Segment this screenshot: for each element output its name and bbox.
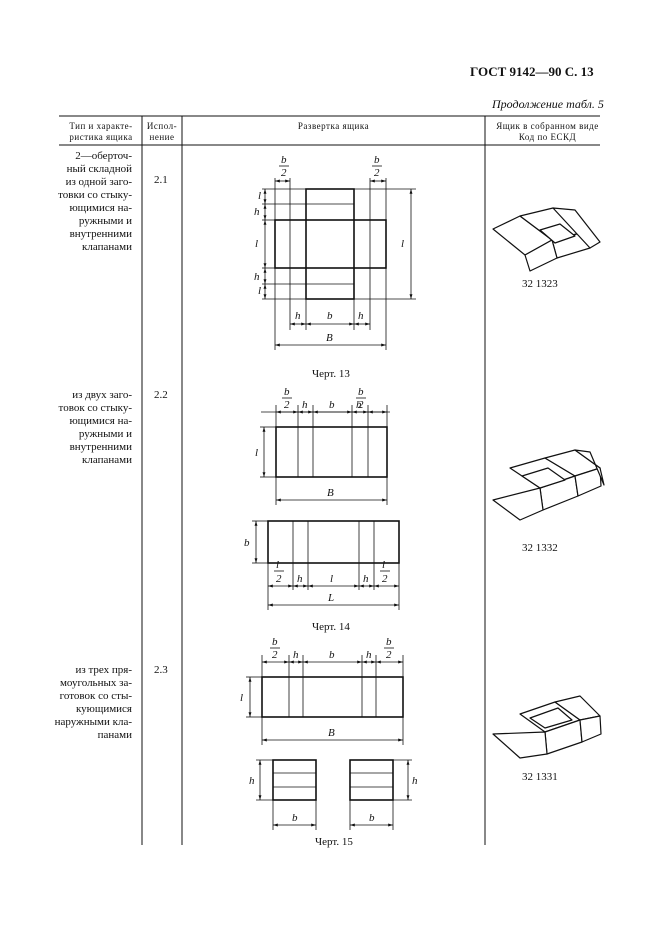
fig13-dim-h-b1: h (295, 310, 301, 322)
fig13-dim-h-top: h (254, 206, 260, 218)
fig13-dim-2-top-left: 2 (281, 167, 287, 179)
fig14-dim-h-2: h (356, 399, 362, 411)
fig13-dim-l-right: l (401, 238, 404, 250)
fig14-dim-L: L (327, 592, 334, 604)
row2-code: 32 1332 (522, 542, 558, 554)
row1-code: 32 1323 (522, 278, 558, 290)
fig15-dim-h-2: h (366, 649, 372, 661)
row3-code: 32 1331 (522, 771, 558, 783)
col-header-box-l1: Ящик в собранном виде (496, 121, 599, 131)
document-code: ГОСТ 9142—90 С. 13 (470, 64, 594, 79)
fig13-dim-B: B (326, 332, 333, 344)
fig15-dim-b-right: b (386, 636, 392, 648)
fig14-dim-B: B (327, 487, 334, 499)
col-header-type-l1: Тип и характе- (69, 121, 133, 131)
col-header-variant-l1: Испол- (146, 121, 178, 131)
row3-variant: 2.3 (154, 664, 168, 676)
box-sketch-1331 (492, 695, 602, 759)
caption-fig14: Черт. 14 (312, 621, 350, 633)
row1-variant: 2.1 (154, 174, 168, 186)
fig14-dim-2-right: 2 (358, 399, 364, 411)
row1-type: 2—оберточ- ный складной из одной заго- т… (58, 150, 132, 253)
fig13-dim-l-left: l (255, 238, 258, 250)
col-header-type: Тип и характе- ристика ящика (60, 121, 142, 143)
fig13-dim-2-top-right: 2 (374, 167, 380, 179)
fig14-dim-2-left: 2 (284, 399, 290, 411)
row2-variant: 2.2 (154, 389, 168, 401)
fig13-dim-l2-bottom: l (258, 285, 261, 297)
caption-fig13: Черт. 13 (312, 368, 350, 380)
fig15-dim-l: l (240, 692, 243, 704)
fig14-dim-h-4: h (363, 573, 369, 585)
fig14-dim-b-side: b (244, 537, 250, 549)
col-header-layout: Развертка ящика (297, 121, 370, 131)
fig15-dim-b-mid: b (329, 649, 335, 661)
fig14-dim-b-mid: b (329, 399, 335, 411)
col-header-variant: Испол- нение (142, 121, 182, 143)
col-header-box-l2: Код по ЕСКД (518, 132, 577, 142)
fig15-dim-h-1: h (293, 649, 299, 661)
fig15-dim-b-right-small: b (369, 812, 375, 824)
fig13-dim-h-bottom: h (254, 271, 260, 283)
fig13-dim-b-top-right: b (374, 154, 380, 166)
fig15-dim-b-left: b (272, 636, 278, 648)
fig15-dim-B: B (328, 727, 335, 739)
fig14-dim-l2-left-bot: 2 (276, 573, 282, 585)
col-header-type-l2: ристика ящика (69, 132, 133, 142)
row2-type: из двух заго- товок со стыку- ющимися на… (58, 389, 132, 466)
fig13-dim-b-bottom: b (327, 310, 333, 322)
col-header-variant-l2: нение (149, 132, 175, 142)
fig13-dim-b-top-left: b (281, 154, 287, 166)
fig14-dim-b-right: b (358, 386, 364, 398)
fig14-dim-l2-right-top: l (382, 559, 385, 571)
fig15-dim-2-right: 2 (386, 649, 392, 661)
fig14-dim-h-3: h (297, 573, 303, 585)
fig15-dim-b-left-small: b (292, 812, 298, 824)
caption-fig15: Черт. 15 (315, 836, 353, 848)
table-continuation: Продолжение табл. 5 (492, 97, 604, 111)
fig14-dim-h-1: h (302, 399, 308, 411)
fig14-dim-l-left: l (255, 447, 258, 459)
fig15-dim-2-left: 2 (272, 649, 278, 661)
fig13-dim-l2-top: l (258, 190, 261, 202)
box-sketch-1332 (492, 449, 605, 521)
fig15-dim-h-right: h (412, 775, 418, 787)
fig13-dim-h-b2: h (358, 310, 364, 322)
fig14-dim-l2-right-bot: 2 (382, 573, 388, 585)
fig14-dim-l-mid: l (330, 573, 333, 585)
row3-type: из трех пря- моугольных за- готовок со с… (54, 664, 132, 741)
box-sketch-1323 (492, 207, 601, 272)
fig15-dim-h-left: h (249, 775, 255, 787)
fig14-dim-b-left: b (284, 386, 290, 398)
col-header-box: Ящик в собранном виде Код по ЕСКД (485, 121, 610, 143)
fig14-dim-l2-left-top: l (276, 559, 279, 571)
